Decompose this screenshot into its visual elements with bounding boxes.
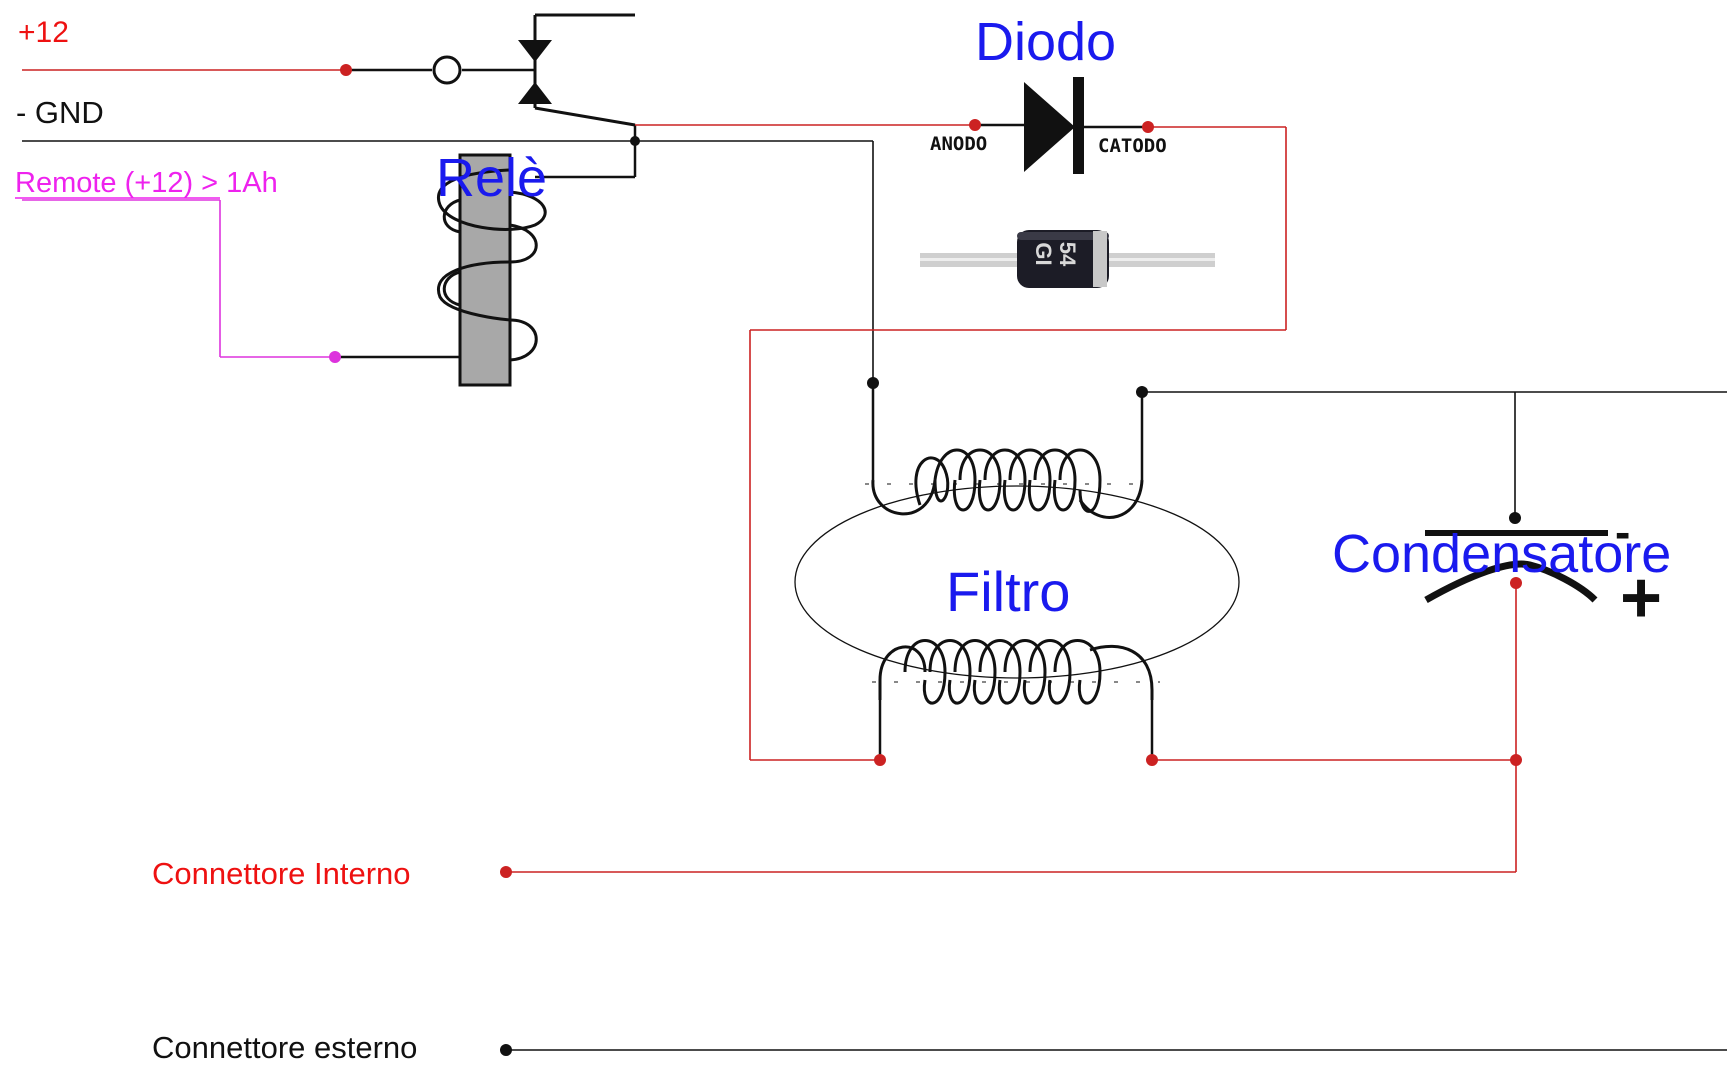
wire-remote	[22, 199, 460, 359]
relay-coil	[436, 153, 547, 387]
diode-marking-1: 54	[1055, 242, 1080, 267]
filter-ellipse	[794, 485, 1240, 679]
label-remote: Remote (+12) > 1Ah	[15, 167, 278, 199]
label-anodo: ANODO	[930, 133, 987, 155]
label-plus-sign: +	[1620, 558, 1662, 638]
label-catodo: CATODO	[1098, 135, 1167, 157]
label-connettore-interno: Connettore Interno	[152, 856, 411, 891]
wire-filter-out-black	[1140, 391, 1727, 518]
diode-marking-2: GI	[1031, 242, 1056, 265]
junction-dots	[329, 55, 1522, 1056]
label-diodo: Diodo	[975, 12, 1116, 72]
diode-symbol	[975, 77, 1148, 174]
capacitor-symbol	[1424, 530, 1608, 604]
filter-coil-top	[865, 448, 1150, 519]
label-plus12: +12	[18, 16, 69, 49]
wire-red-diode-loop	[635, 124, 1287, 761]
wire-gnd	[22, 140, 875, 480]
wire-filter-out-red	[506, 583, 1517, 873]
diode-component-image: 54 GI	[920, 230, 1215, 288]
label-minus-sign: -	[1615, 506, 1630, 558]
label-gnd: - GND	[16, 95, 104, 130]
label-connettore-esterno: Connettore esterno	[152, 1030, 417, 1065]
relay-switch	[518, 13, 637, 179]
label-filtro: Filtro	[946, 560, 1070, 623]
filter-coil-bottom	[872, 639, 1160, 705]
label-rele: Relè	[436, 148, 547, 208]
label-condensatore: Condensatore	[1332, 524, 1671, 584]
